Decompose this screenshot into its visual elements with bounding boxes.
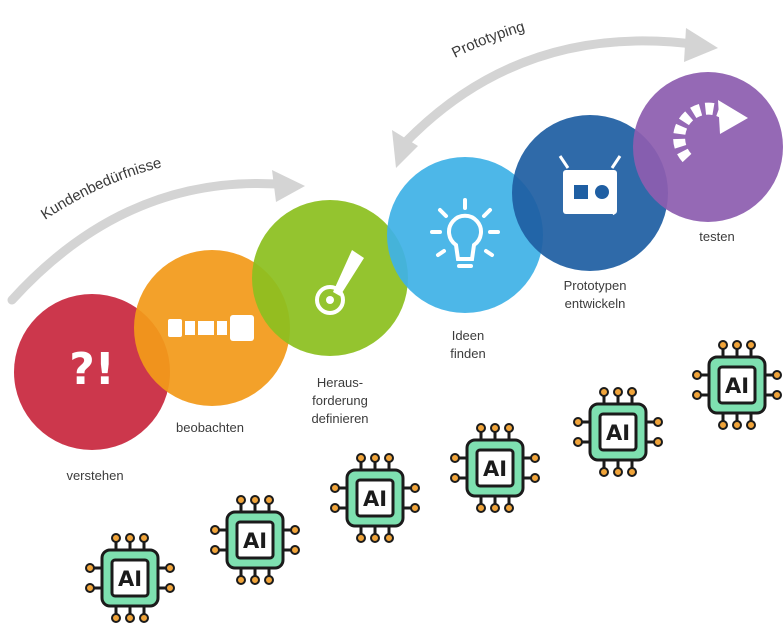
circle-testen xyxy=(633,72,783,222)
circle-ideen xyxy=(387,157,543,313)
ai-chip-icon: AI xyxy=(210,495,300,585)
ai-chip-icon: AI xyxy=(85,533,175,623)
kundenbeduerfnisse-label: Kundenbedürfnisse xyxy=(38,154,163,223)
svg-text:?!: ?! xyxy=(69,344,115,395)
ai-chip-label: AI xyxy=(363,487,387,511)
label-verstehen: verstehen xyxy=(66,468,123,483)
ai-chip-label: AI xyxy=(725,374,749,398)
ai-chip-label: AI xyxy=(483,457,507,481)
ai-chip-icon: AI xyxy=(450,423,540,513)
binoculars-icon xyxy=(168,315,254,341)
ai-chip-icon: AI xyxy=(692,340,782,430)
ai-chip-label: AI xyxy=(606,421,630,445)
ai-chip-label: AI xyxy=(118,567,142,591)
question-exclamation-icon: ?! xyxy=(69,344,115,395)
circle-verstehen xyxy=(14,294,170,450)
refresh-arrow-icon xyxy=(673,100,748,163)
prototyping-label: Prototyping xyxy=(449,18,527,61)
target-pin-icon xyxy=(315,250,364,315)
label-beobachten: beobachten xyxy=(176,420,244,435)
ai-chip-icon: AI xyxy=(330,453,420,543)
label-testen: testen xyxy=(699,229,734,244)
lightbulb-icon xyxy=(430,198,500,268)
prototype-box-icon xyxy=(558,155,622,216)
ai-chip-icon: AI xyxy=(573,387,663,477)
ai-chip-label: AI xyxy=(243,529,267,553)
circle-herausforderung xyxy=(252,200,408,356)
